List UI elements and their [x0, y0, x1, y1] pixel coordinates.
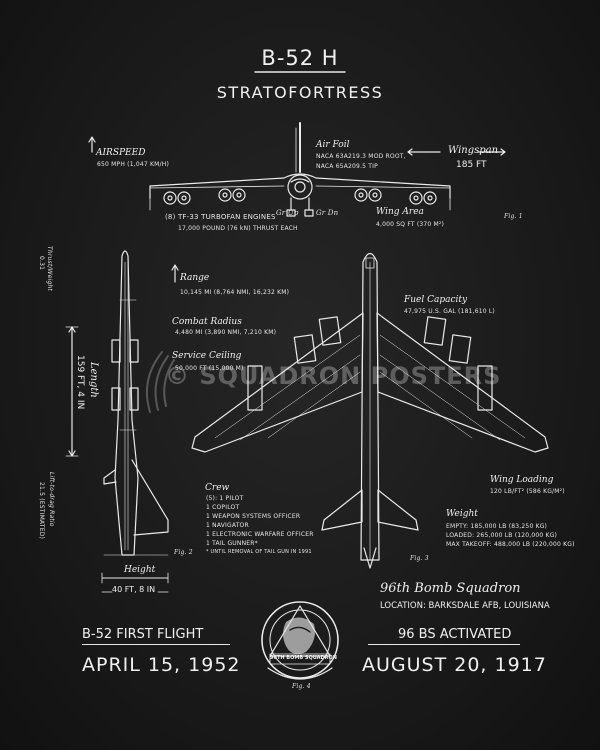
side-view-drawing [103, 250, 169, 556]
aircraft-name-title: STRATOFORTRESS [216, 83, 384, 102]
weight-label: Weight [446, 509, 478, 519]
crew-line: 1 COPILOT [206, 504, 240, 511]
range-label: Range [180, 273, 210, 283]
wingspan-arrow-right [477, 148, 506, 156]
top-view-drawing [191, 252, 549, 569]
aircraft-model-title: B-52 H [261, 46, 339, 70]
engines-line2: 17,000 POUND (76 kN) THRUST EACH [178, 225, 298, 232]
length-label: Length [88, 362, 99, 398]
height-value: 40 FT, 8 IN [112, 585, 156, 594]
crew-line: 1 TAIL GUNNER* [206, 540, 258, 547]
activated-label: 96 BS ACTIVATED [398, 627, 512, 642]
weight-loaded: LOADED: 265,000 LB (120,000 KG) [446, 532, 558, 539]
wingspan-value: 185 FT [456, 160, 487, 170]
activated-date: AUGUST 20, 1917 [362, 654, 547, 676]
thrust-weight-value: 0.31 [38, 256, 45, 271]
crew-line: 1 WEAPON SYSTEMS OFFICER [206, 513, 301, 520]
service-ceiling-label: Service Ceiling [172, 351, 242, 361]
wing-loading-label: Wing Loading [490, 475, 554, 485]
first-flight-divider [82, 644, 230, 645]
first-flight-date: APRIL 15, 1952 [82, 654, 241, 676]
airspeed-label: AIRSPEED [96, 148, 146, 158]
air-foil-line2: NACA 65A209.5 TIP [316, 163, 378, 170]
thrust-weight-label: Thrust/Weight [46, 246, 53, 292]
wing-area-label: Wing Area [376, 207, 424, 217]
air-foil-label: Air Foil [316, 140, 350, 150]
squadron-name: 96th Bomb Squadron [380, 581, 521, 596]
crew-line: 1 NAVIGATOR [206, 522, 249, 529]
airspeed-value: 650 MPH (1,047 KM/H) [97, 161, 169, 168]
wingspan-label: Wingspan [448, 145, 499, 156]
crew-line: 1 ELECTRONIC WARFARE OFFICER [206, 531, 314, 538]
wing-loading-value: 120 LB/FT² (586 KG/M²) [490, 488, 565, 495]
engines-line1: (8) TF-33 TURBOFAN ENGINES [165, 213, 276, 221]
activated-divider [368, 644, 520, 645]
crew-label: Crew [205, 483, 230, 493]
first-flight-label: B-52 FIRST FLIGHT [82, 627, 204, 642]
gear-down-label: Gr Dn [316, 209, 339, 217]
weight-max-takeoff: MAX TAKEOFF: 488,000 LB (220,000 KG) [446, 541, 575, 548]
range-value: 10,145 MI (8,764 NMI, 16,232 KM) [180, 289, 290, 296]
fig2-label: Fig. 2 [174, 549, 193, 556]
squadron-location: LOCATION: BARKSDALE AFB, LOUISIANA [380, 601, 550, 611]
gear-up-label: Gr Up [276, 209, 299, 217]
fuel-capacity-value: 47,975 U.S. GAL (181,610 L) [404, 308, 495, 315]
lift-drag-value: 21.5 (ESTIMATED) [38, 482, 45, 540]
combat-radius-value: 4,480 MI (3,890 NMI, 7,210 KM) [175, 329, 277, 336]
fig1-label: Fig. 1 [504, 213, 523, 220]
crew-line: (5): 1 PILOT [206, 495, 244, 502]
watermark-text: © SQUADRON POSTERS [165, 362, 502, 390]
squadron-emblem-drawing [261, 601, 339, 680]
lift-drag-label: Lift-to-drag Ratio [48, 472, 55, 527]
weight-empty: EMPTY: 185,000 LB (83,250 KG) [446, 523, 548, 530]
service-ceiling-value: 50,000 FT (15,000 M) [175, 365, 244, 372]
height-label: Height [124, 565, 156, 575]
combat-radius-label: Combat Radius [172, 317, 242, 327]
fuel-capacity-label: Fuel Capacity [404, 295, 468, 305]
wing-area-value: 4,000 SQ FT (370 M²) [376, 221, 445, 228]
length-value: 159 FT, 4 IN [75, 355, 85, 410]
crew-line: * UNTIL REMOVAL OF TAIL GUN IN 1991 [206, 549, 312, 555]
wingspan-arrow-left [407, 148, 441, 156]
air-foil-line1: NACA 63A219.3 MOD ROOT, [316, 153, 406, 160]
fig3-label: Fig. 3 [410, 555, 429, 562]
front-view-drawing [149, 122, 451, 217]
fig4-label: Fig. 4 [292, 683, 311, 690]
watermark-wings [145, 351, 175, 413]
emblem-text: 96TH BOMB SQUADRON [270, 655, 337, 661]
